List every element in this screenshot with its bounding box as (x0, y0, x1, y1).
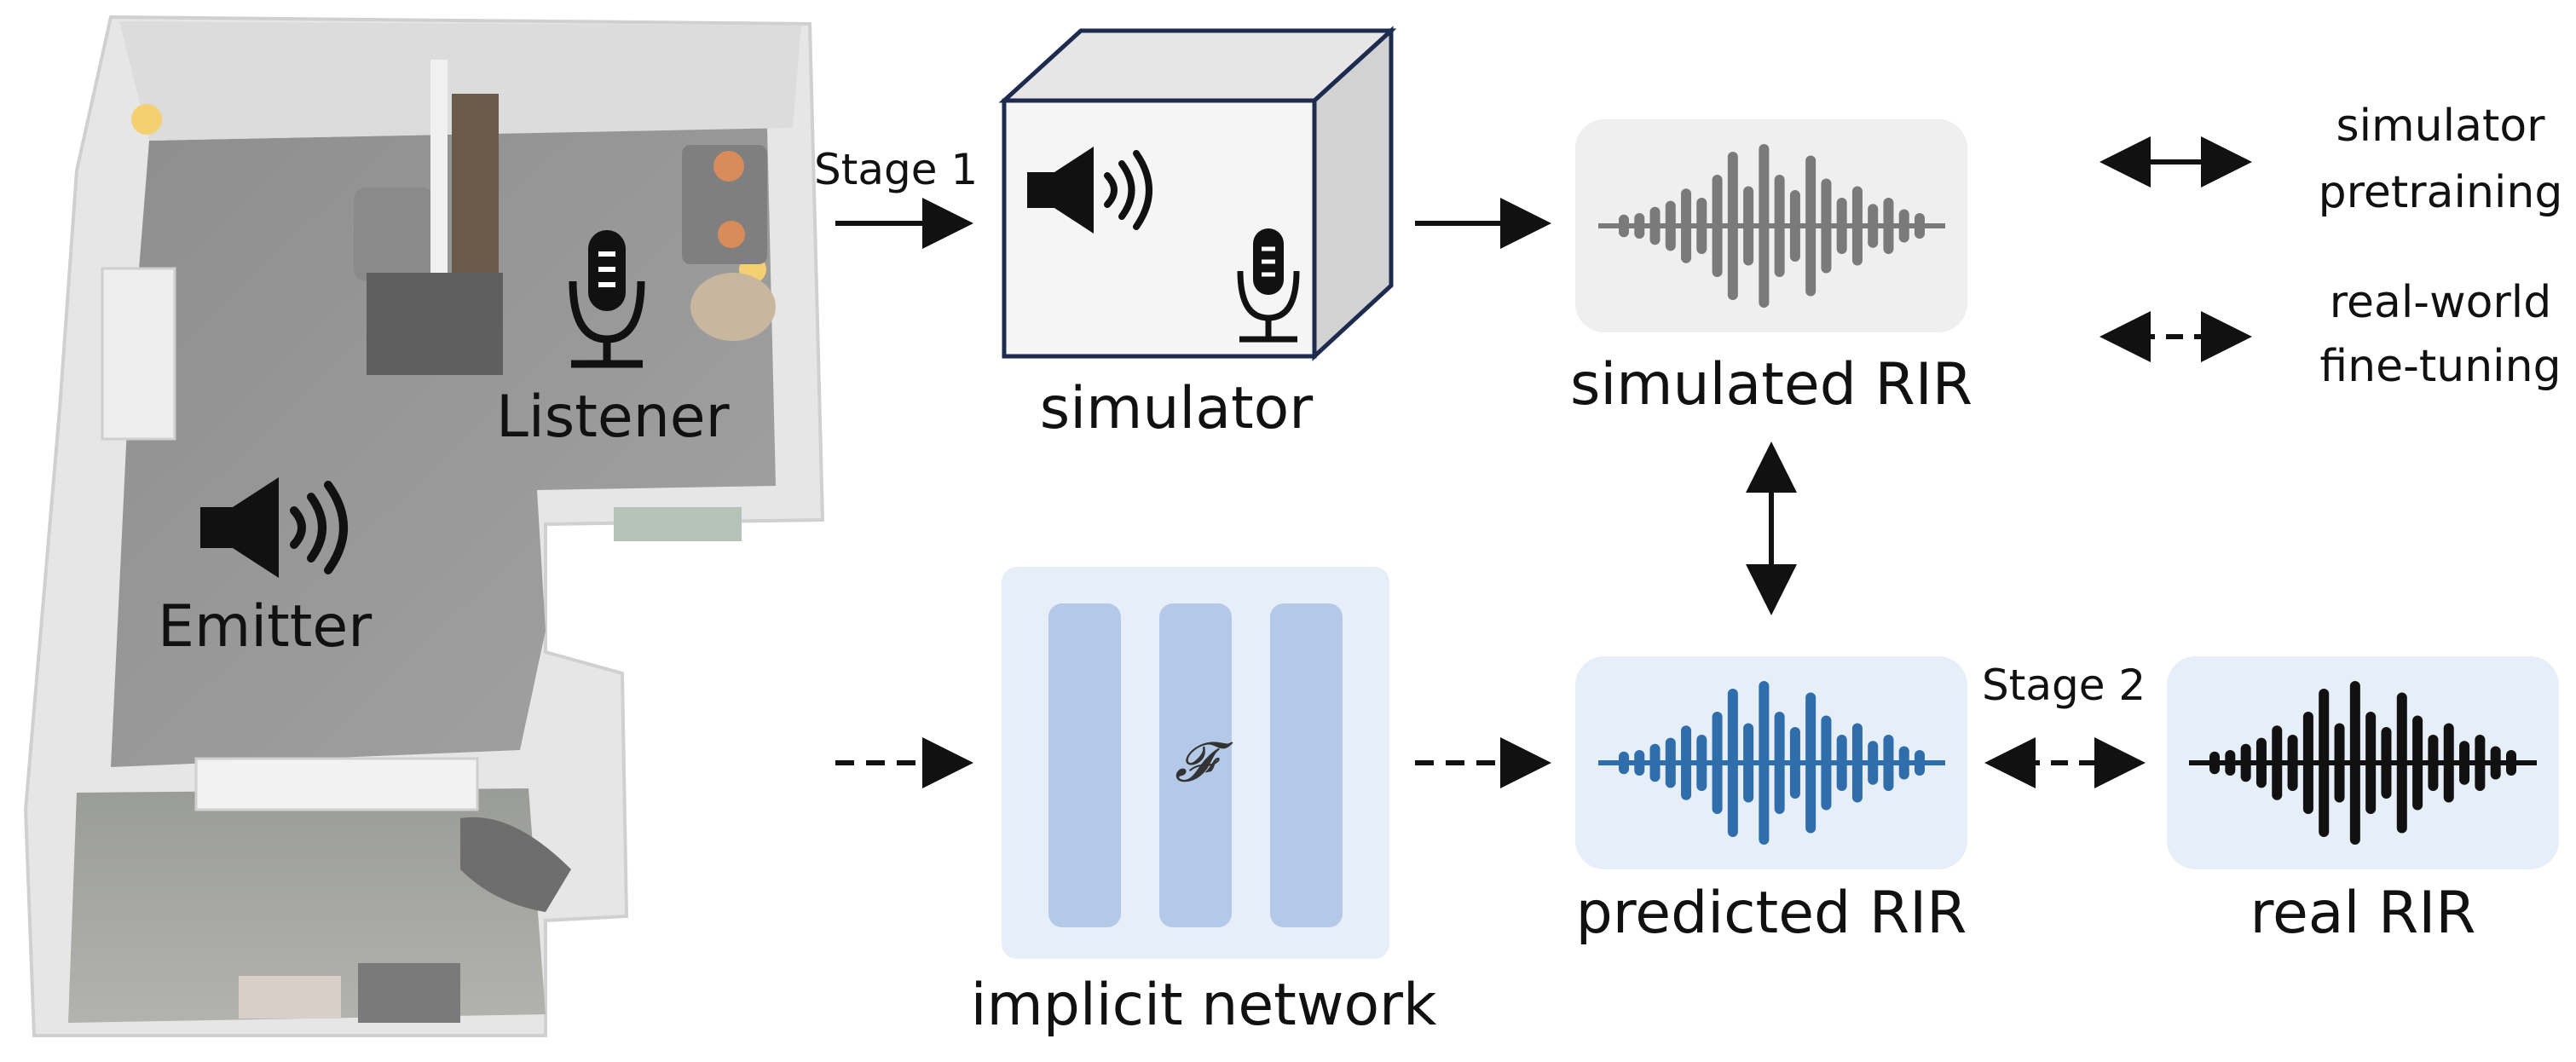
arrows (835, 136, 2252, 788)
simulator-label: simulator (1039, 375, 1314, 442)
simulator-cube (998, 26, 1397, 361)
simulator-microphone-icon (1237, 228, 1300, 343)
network-function-symbol: 𝓕 (1175, 731, 1216, 794)
listener-microphone-icon (569, 230, 645, 368)
network-layer-bar (1159, 603, 1232, 927)
implicit-network-block (1002, 567, 1389, 959)
network-layer-bar (1270, 603, 1343, 927)
legend-pretrain-line1: simulator (2336, 101, 2545, 152)
legend-finetune-line2: fine-tuning (2319, 341, 2562, 392)
emitter-speaker-icon (200, 477, 348, 578)
simulated-rir-waveform (1598, 144, 1945, 308)
listener-label: Listener (496, 384, 730, 451)
legend-pretrain-line2: pretraining (2318, 167, 2563, 218)
network-layer-bar (1048, 603, 1121, 927)
stage2-label: Stage 2 (1982, 661, 2146, 710)
simulated-rir-label: simulated RIR (1569, 351, 1973, 418)
predicted-rir-waveform (1598, 681, 1945, 845)
legend-finetune-line1: real-world (2329, 277, 2552, 328)
predicted-rir-label: predicted RIR (1575, 880, 1967, 947)
real-rir-label: real RIR (2250, 880, 2476, 947)
simulator-speaker-icon (1027, 147, 1152, 234)
emitter-label: Emitter (158, 593, 373, 661)
real-rir-waveform (2189, 681, 2537, 845)
stage1-label: Stage 1 (814, 145, 979, 194)
room-scene (23, 14, 825, 1037)
implicit-network-label: implicit network (970, 972, 1437, 1039)
